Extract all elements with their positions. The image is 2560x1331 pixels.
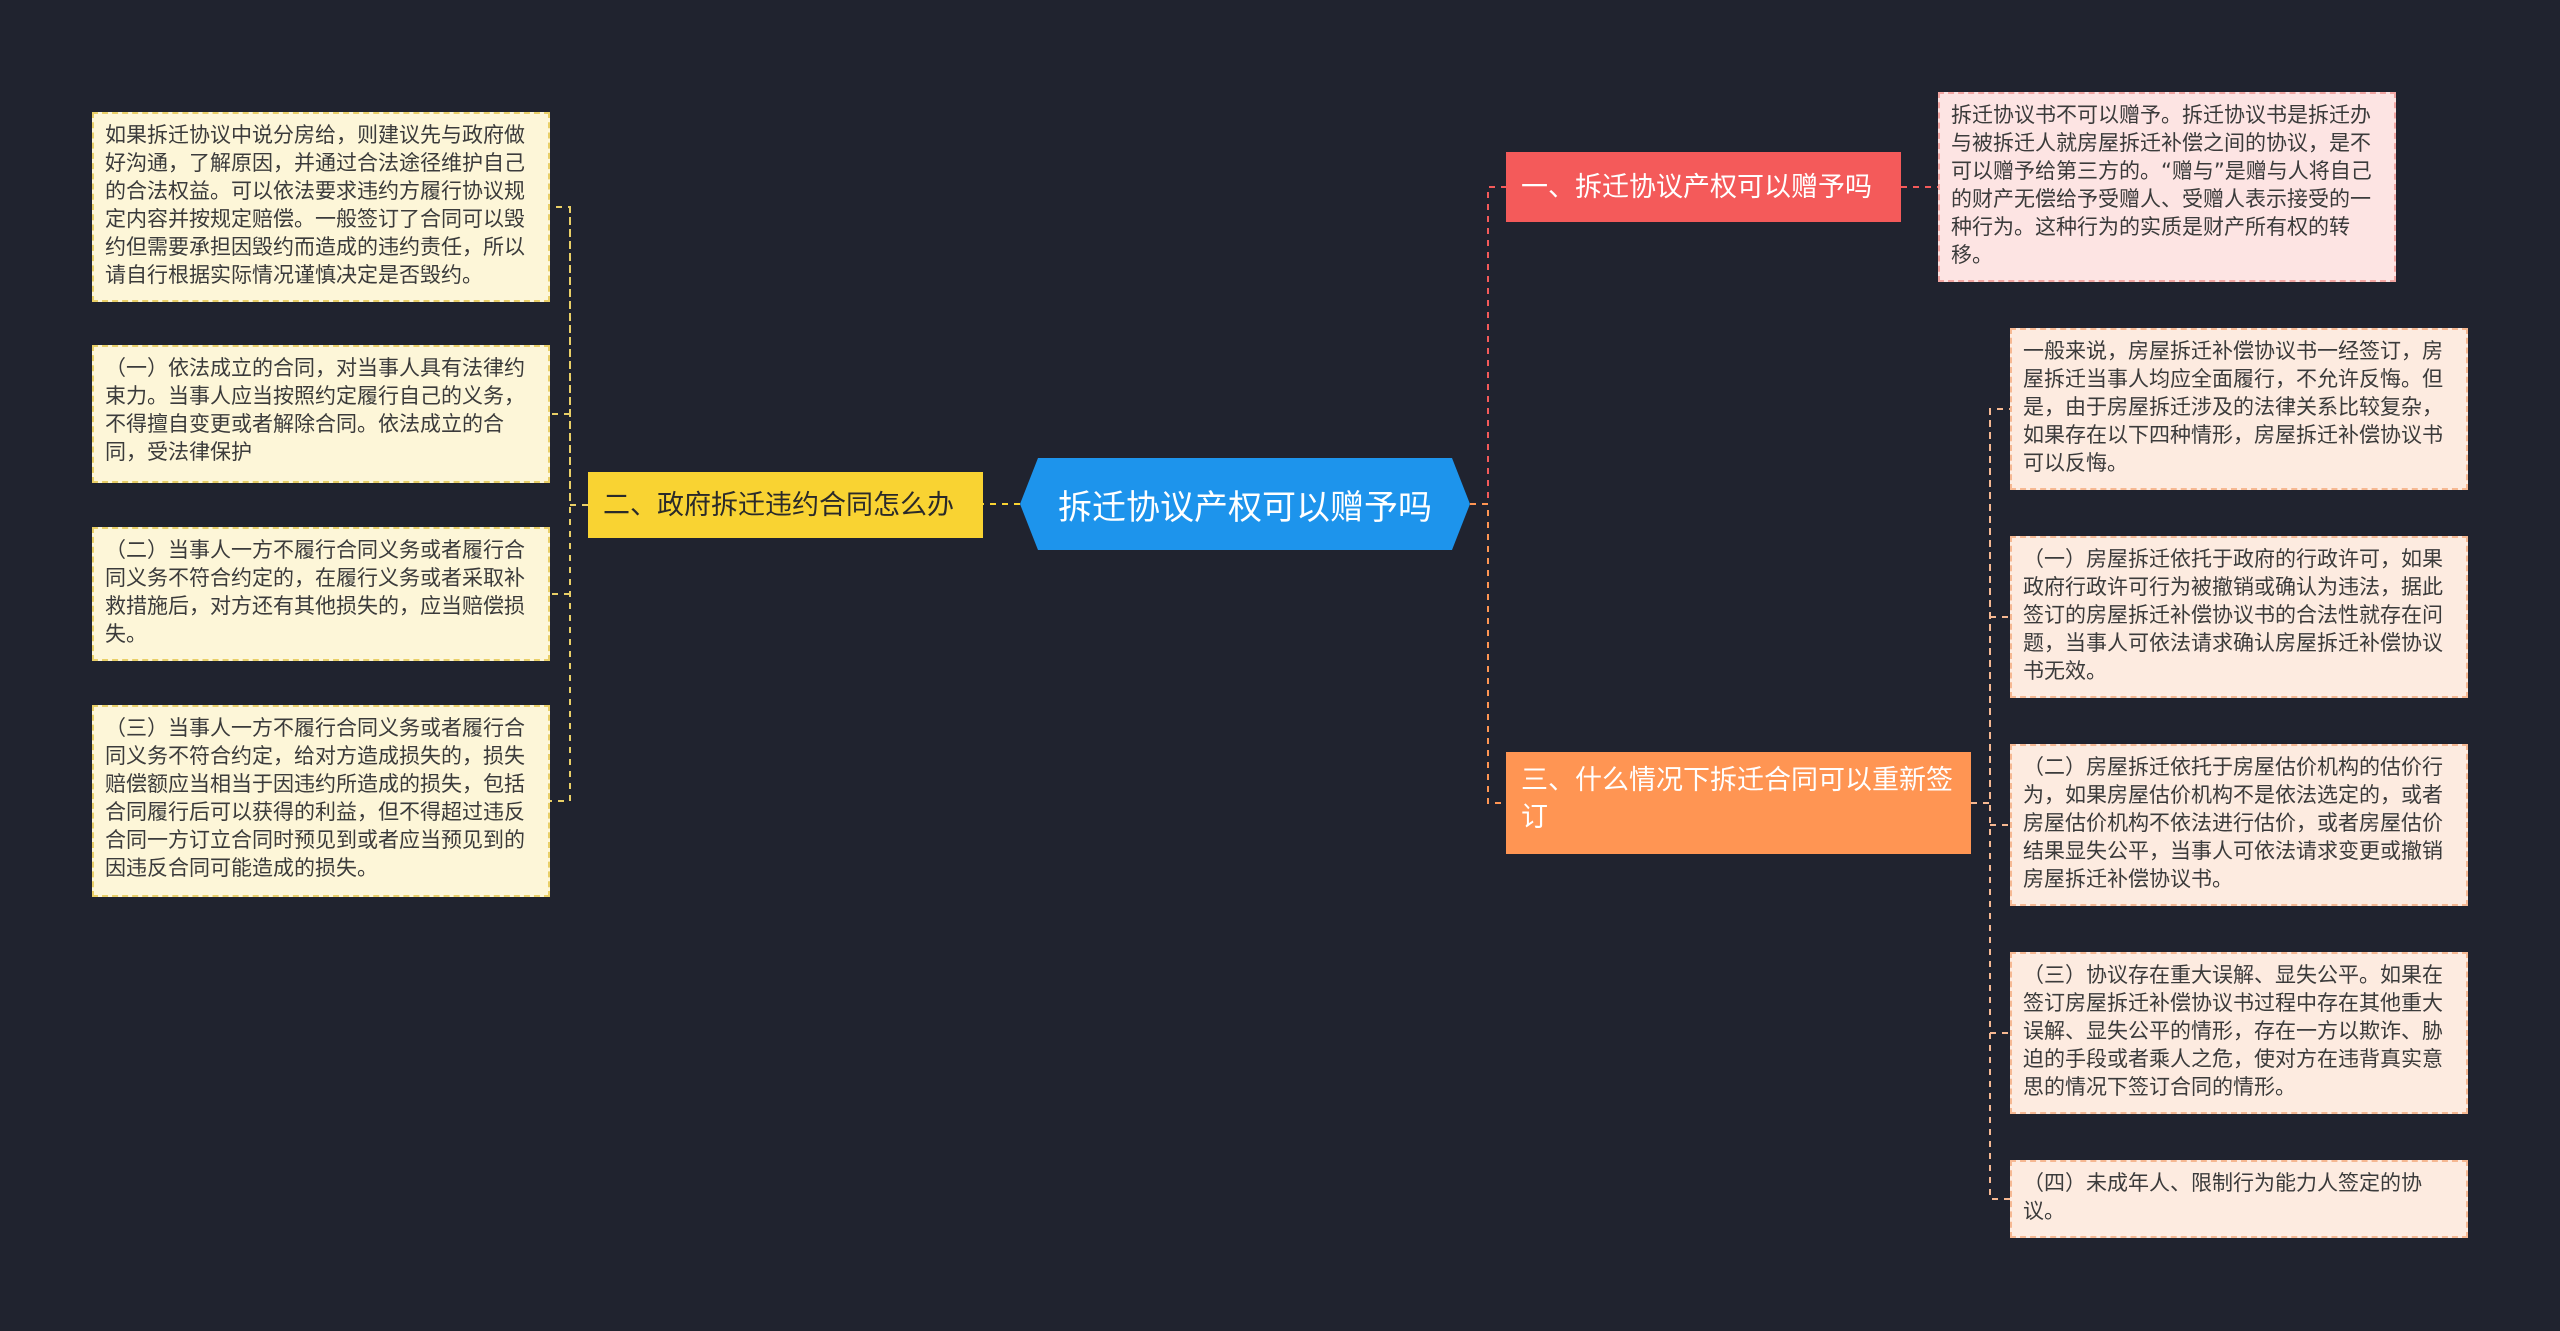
leaf-b2-1[interactable]: 如果拆迁协议中说分房给，则建议先与政府做好沟通，了解原因，并通过合法途径维护自己… bbox=[92, 112, 550, 302]
leaf-b3-5[interactable]: （四）未成年人、限制行为能力人签定的协议。 bbox=[2010, 1160, 2468, 1238]
branch-2-topic[interactable]: 二、政府拆迁违约合同怎么办 bbox=[588, 472, 983, 538]
leaf-b3-1[interactable]: 一般来说，房屋拆迁补偿协议书一经签订，房屋拆迁当事人均应全面履行，不允许反悔。但… bbox=[2010, 328, 2468, 490]
link-center-b1 bbox=[1470, 186, 1506, 505]
leaf-b3-3[interactable]: （二）房屋拆迁依托于房屋估价机构的估价行为，如果房屋估价机构不是依法选定的，或者… bbox=[2010, 744, 2468, 906]
branch-3-label: 三、什么情况下拆迁合同可以重新签订 bbox=[1521, 765, 1953, 833]
branch-1-label: 一、拆迁协议产权可以赠予吗 bbox=[1521, 171, 1872, 203]
branch-3-topic[interactable]: 三、什么情况下拆迁合同可以重新签订 bbox=[1506, 752, 1971, 854]
leaf-b2-2[interactable]: （一）依法成立的合同，对当事人具有法律约束力。当事人应当按照约定履行自己的义务，… bbox=[92, 345, 550, 483]
leaf-b3-2[interactable]: （一）房屋拆迁依托于政府的行政许可，如果政府行政许可行为被撤销或确认为违法，据此… bbox=[2010, 536, 2468, 698]
leaf-b2-3[interactable]: （二）当事人一方不履行合同义务或者履行合同义务不符合约定的，在履行义务或者采取补… bbox=[92, 527, 550, 661]
branch-2-label: 二、政府拆迁违约合同怎么办 bbox=[603, 489, 954, 521]
link-b2-leaves bbox=[550, 206, 588, 802]
center-topic[interactable]: 拆迁协议产权可以赠予吗 bbox=[1020, 458, 1470, 550]
leaf-b3-4[interactable]: （三）协议存在重大误解、显失公平。如果在签订房屋拆迁补偿协议书过程中存在其他重大… bbox=[2010, 952, 2468, 1114]
leaf-b1-1[interactable]: 拆迁协议书不可以赠予。拆迁协议书是拆迁办与被拆迁人就房屋拆迁补偿之间的协议，是不… bbox=[1938, 92, 2396, 282]
leaf-b2-4[interactable]: （三）当事人一方不履行合同义务或者履行合同义务不符合约定，给对方造成损失的，损失… bbox=[92, 705, 550, 897]
branch-1-topic[interactable]: 一、拆迁协议产权可以赠予吗 bbox=[1506, 152, 1901, 222]
link-b3-leaves bbox=[1971, 408, 2010, 1200]
link-center-b3 bbox=[1470, 503, 1506, 804]
